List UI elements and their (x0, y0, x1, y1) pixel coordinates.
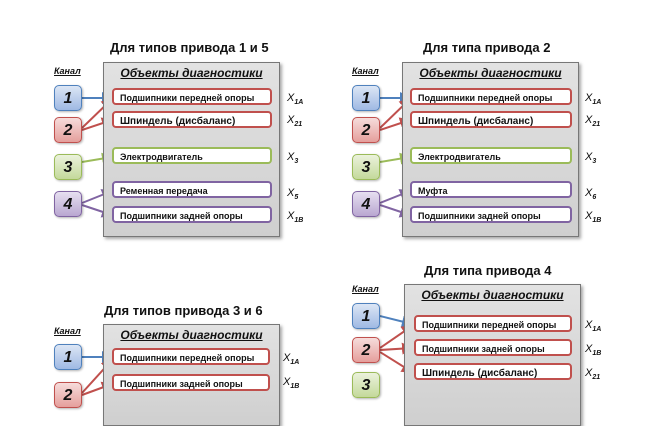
panel1-x-label-2: X21 (287, 114, 303, 129)
panel4-channel-1: 1 (352, 303, 380, 329)
panel4-channel-label: Канал (352, 284, 379, 294)
panel1-channel-label: Канал (54, 66, 81, 76)
panel2-channel-2: 2 (352, 117, 380, 143)
panel1-x-label-1: X1A (287, 92, 304, 107)
panel3-objects-header: Объекты диагностики (120, 328, 263, 342)
panel2-item-coupling: Муфта (410, 181, 572, 198)
panel4-channel-3: 3 (352, 372, 380, 398)
panel3-x-label-1: X1A (283, 352, 300, 367)
panel3-item-rear-bearings: Подшипники задней опоры (112, 374, 270, 391)
panel2-channel-4: 4 (352, 191, 380, 217)
panel1-item-motor: Электродвигатель (112, 147, 272, 164)
panel2-x-label-4: X6 (585, 187, 597, 202)
panel4-title: Для типа привода 4 (424, 263, 552, 278)
panel3-item-front-bearings: Подшипники передней опоры (112, 348, 270, 365)
panel2-item-front-bearings: Подшипники передней опоры (410, 88, 572, 105)
panel4-x-label-1: X1A (585, 319, 602, 334)
panel1-x-label-4: X5 (287, 187, 299, 202)
panel3-title: Для типов привода 3 и 6 (104, 303, 263, 318)
panel4-item-front-bearings: Подшипники передней опоры (414, 315, 572, 332)
panel2-item-rear-bearings: Подшипники задней опоры (410, 206, 572, 223)
panel1-channel-2: 2 (54, 117, 82, 143)
panel2-channel-1: 1 (352, 85, 380, 111)
panel1-channel-1: 1 (54, 85, 82, 111)
panel4-item-spindle: Шпиндель (дисбаланс) (414, 363, 572, 380)
panel4-x-label-3: X21 (585, 367, 601, 382)
panel1-channel-4: 4 (54, 191, 82, 217)
panel4-channel-2: 2 (352, 337, 380, 363)
panel2-objects-header: Объекты диагностики (419, 66, 562, 80)
panel3-channel-1: 1 (54, 344, 82, 370)
panel2-title: Для типа привода 2 (423, 40, 551, 55)
panel1-x-label-3: X3 (287, 151, 299, 166)
panel4-item-rear-bearings: Подшипники задней опоры (414, 339, 572, 356)
panel1-objects-header: Объекты диагностики (120, 66, 263, 80)
panel1-item-front-bearings: Подшипники передней опоры (112, 88, 272, 105)
panel2-channel-label: Канал (352, 66, 379, 76)
panel1-x-label-5: X1B (287, 210, 304, 225)
panel2-item-spindle: Шпиндель (дисбаланс) (410, 111, 572, 128)
panel4-objects-header: Объекты диагностики (421, 288, 564, 302)
panel3-channel-2: 2 (54, 382, 82, 408)
panel1-item-rear-bearings: Подшипники задней опоры (112, 206, 272, 223)
panel2-x-label-5: X1B (585, 210, 602, 225)
panel4-x-label-2: X1B (585, 343, 602, 358)
panel1-item-spindle: Шпиндель (дисбаланс) (112, 111, 272, 128)
panel1-item-belt: Ременная передача (112, 181, 272, 198)
panel2-channel-3: 3 (352, 154, 380, 180)
panel1-title: Для типов привода 1 и 5 (110, 40, 269, 55)
panel3-x-label-2: X1B (283, 376, 300, 391)
panel3-channel-label: Канал (54, 326, 81, 336)
panel2-x-label-1: X1A (585, 92, 602, 107)
panel2-item-motor: Электродвигатель (410, 147, 572, 164)
panel2-x-label-3: X3 (585, 151, 597, 166)
panel2-x-label-2: X21 (585, 114, 601, 129)
panel1-channel-3: 3 (54, 154, 82, 180)
